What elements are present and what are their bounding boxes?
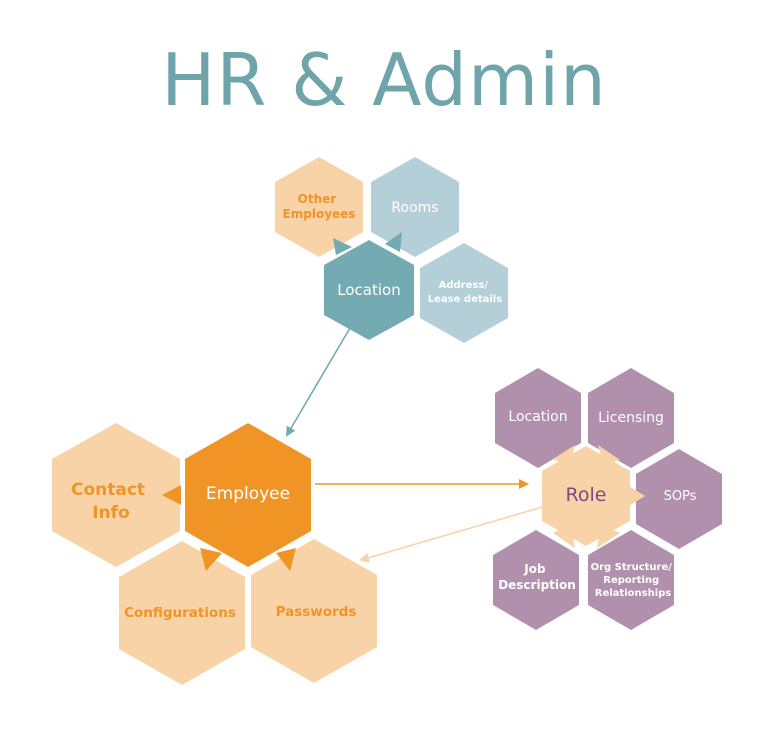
label-location-center: Location [337,281,400,299]
connector-rooms [385,232,402,252]
connector-sops [629,486,645,506]
hex-licensing [588,368,674,468]
hex-contact-info [52,423,180,567]
arrow-role-to-passwords [359,505,547,563]
connector-org-structure [597,525,620,548]
hex-role-location [495,368,581,468]
hex-org-structure [588,530,674,630]
connector-job-description [553,525,575,548]
label-job-description: Job Description [498,562,576,592]
label-configurations: Configurations [124,605,236,621]
employee-cluster: Contact Info Employee Configurations Pas… [52,423,377,685]
hex-passwords [251,539,377,683]
label-employee-center: Employee [206,484,290,504]
hex-other-employees [275,157,363,257]
connector-role-location [553,445,575,467]
hex-location-center [324,240,414,340]
connector-other-employees [333,238,352,255]
label-contact-info: Contact Info [71,480,151,523]
label-org-structure: Org Structure/ Reporting Relationships [591,562,676,599]
label-passwords: Passwords [276,604,357,620]
connector-licensing [598,445,620,467]
connector-contact-info [162,485,181,505]
label-role-location: Location [508,409,567,425]
location-cluster: Other Employees Rooms Location Address/ … [275,157,508,343]
connector-configurations [200,548,222,571]
label-licensing: Licensing [598,410,664,426]
label-other-employees: Other Employees [283,192,356,221]
hex-rooms [371,157,459,257]
hex-employee-center [185,423,311,567]
page-title: HR & Admin [161,38,607,122]
label-sops: SOPs [664,489,697,504]
hex-configurations [119,541,245,685]
arrow-location-to-employee [285,327,351,437]
hex-sops [636,449,722,549]
role-cluster: Location Licensing Role SOPs Job Descrip… [493,368,722,630]
hex-role-center [542,446,630,546]
label-rooms: Rooms [391,200,438,216]
label-role-center: Role [566,484,607,506]
hex-job-description [493,530,579,630]
label-address: Address/ Lease details [428,280,502,305]
connector-passwords [276,548,296,571]
hex-address [420,243,508,343]
